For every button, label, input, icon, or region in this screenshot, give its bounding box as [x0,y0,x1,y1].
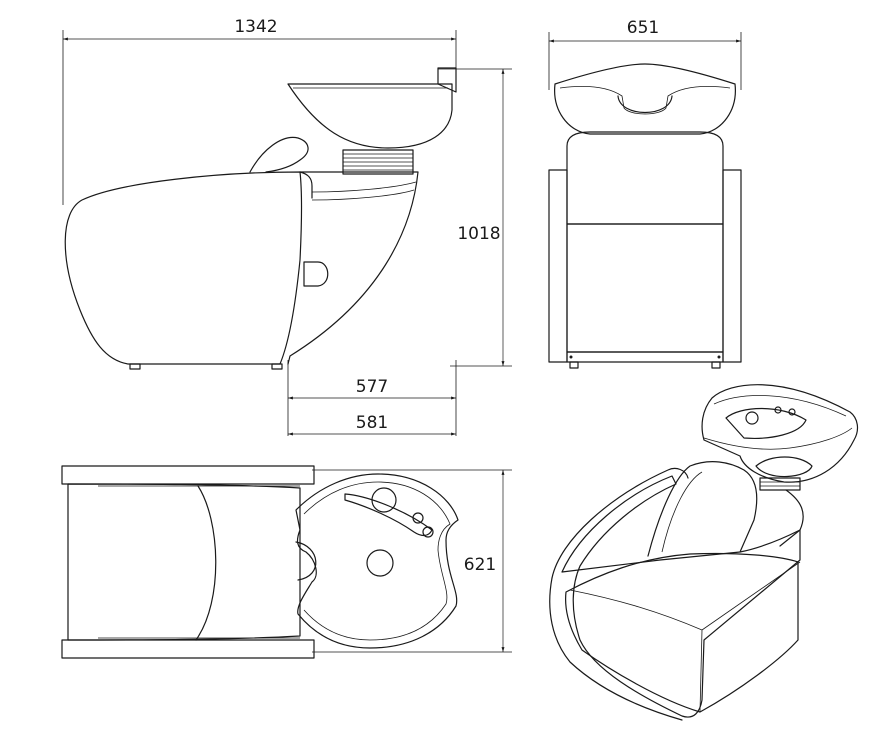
persp-arm-outer [551,467,689,579]
persp-basin-bowl [755,456,813,478]
side-backrest-handle [249,136,309,173]
side-foot-right [271,363,283,370]
top-seat [67,483,301,641]
front-panel-right [722,169,742,363]
persp-backrest [647,461,758,557]
top-hole-a [412,512,424,524]
top-basin [295,473,459,649]
dim-label-581: 581 [356,413,388,433]
persp-basin-inner [725,407,807,439]
dim-label-577: 577 [356,377,388,397]
side-seat-body [64,171,303,365]
top-drain [366,549,394,577]
persp-faucet-hole [745,411,759,425]
side-seat-edge [299,171,313,199]
front-base [566,351,724,363]
persp-seat [565,552,799,713]
top-faucet-hole [371,487,397,513]
top-view: 621 [61,465,512,659]
front-view: 651 [548,18,742,369]
side-coil-rings [343,153,413,171]
dim-label-651: 651 [627,18,659,38]
side-handle-cutout [303,261,329,287]
dim-label-621: 621 [464,555,496,575]
side-view: 1342 1018 577 581 [62,17,512,436]
top-armrest-upper [61,465,315,485]
side-foot-left [129,363,141,370]
top-rim-detail [344,493,433,537]
top-hole-b [422,526,434,538]
dim-label-1342: 1342 [234,17,277,37]
side-pedestal-line [311,181,417,193]
front-backrest [566,131,724,225]
front-seat [566,223,724,353]
top-neck-rest [295,541,317,581]
persp-coil [759,477,801,491]
persp-basin [701,384,859,483]
front-neck-rest [617,95,673,114]
front-panel-left [548,169,568,363]
front-foot-left [569,361,579,369]
top-armrest-lower [61,639,315,659]
front-foot-right [711,361,721,369]
perspective-view [549,384,859,721]
side-basin [287,83,453,149]
persp-arm-front [549,577,683,721]
persp-shell [561,475,801,718]
front-basin [554,63,736,135]
side-pedestal [287,171,419,365]
side-basin-back [437,67,457,93]
top-backrest-curve [195,485,217,641]
dim-label-1018: 1018 [457,224,500,244]
